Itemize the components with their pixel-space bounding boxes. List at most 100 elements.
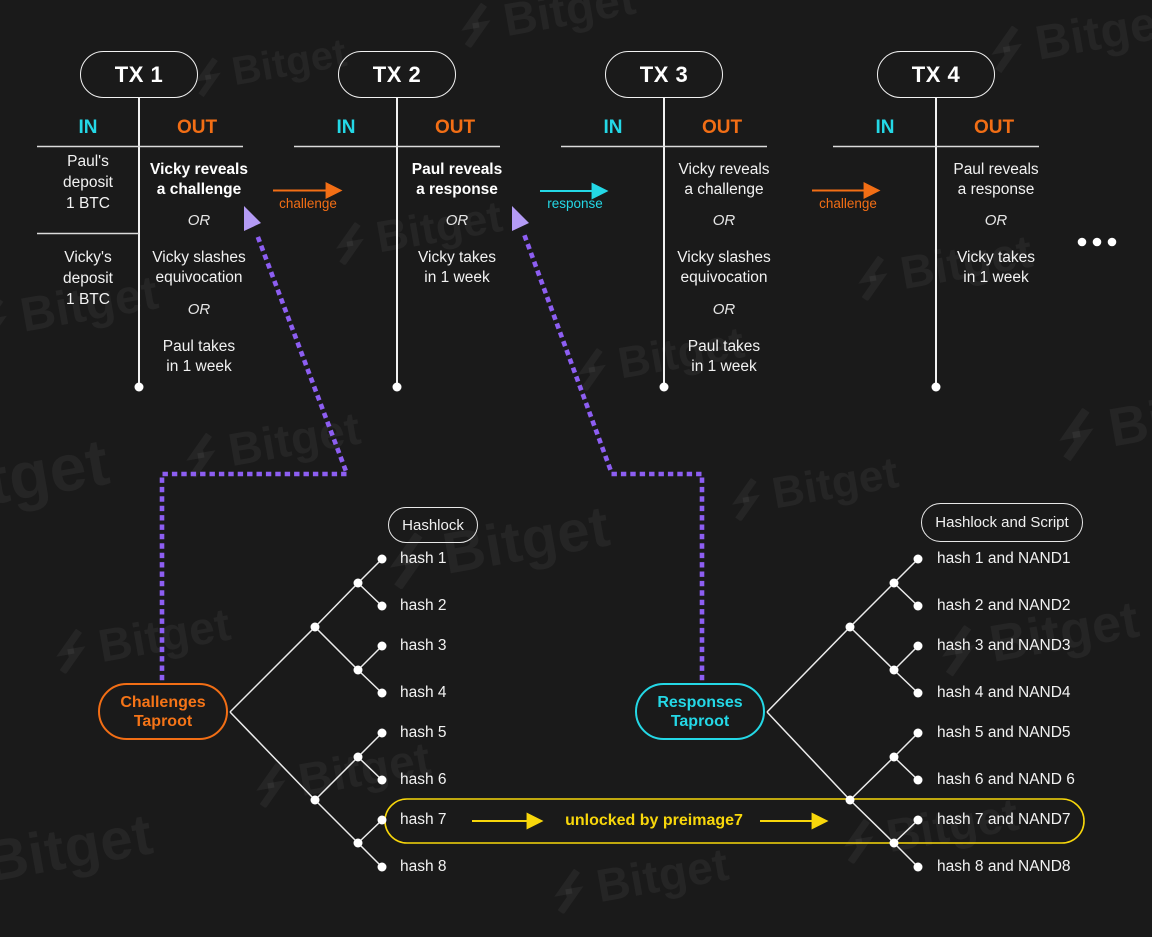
tx4-title: TX 4 bbox=[911, 61, 961, 87]
tx4-output-option-2: Vicky takes in 1 week bbox=[956, 249, 1036, 286]
tx1-output-option-3: Paul takes in 1 week bbox=[162, 338, 236, 375]
right-leaf-hash6: hash 6 and NAND 6 bbox=[937, 771, 1075, 788]
bitget-logo-icon bbox=[731, 477, 760, 522]
tx1-or-1: OR bbox=[187, 212, 211, 229]
tx1-output-option-2: Vicky slashes equivocation bbox=[152, 249, 246, 286]
unlocked-by-preimage-label: unlocked by preimage7 bbox=[565, 812, 743, 829]
bitget-watermark: Bitget bbox=[980, 0, 1152, 81]
tx1-input-vicky: Vicky's deposit 1 BTC bbox=[63, 249, 113, 308]
bitget-logo-icon bbox=[195, 57, 221, 98]
right-leaf-hash8: hash 8 and NAND8 bbox=[937, 858, 1071, 875]
bitget-watermark: Bitget bbox=[847, 224, 1037, 309]
tx2-pill: TX 2 bbox=[338, 51, 456, 98]
hashlock-and-script-label: Hashlock and Script bbox=[935, 514, 1069, 531]
tx2-table-lines bbox=[294, 98, 500, 392]
tx4-table-lines bbox=[833, 98, 1039, 392]
left-leaf-hash6: hash 6 bbox=[400, 771, 447, 788]
responses-taproot-line2: Taproot bbox=[670, 712, 730, 730]
bitget-watermark: Bitget bbox=[450, 0, 640, 56]
right-leaf-hash2: hash 2 and NAND2 bbox=[937, 597, 1071, 614]
right-leaf-hash1: hash 1 and NAND1 bbox=[937, 550, 1071, 567]
tx1-in-header: IN bbox=[78, 117, 98, 138]
responses-tree-nodes bbox=[845, 554, 923, 872]
left-leaf-hash5: hash 5 bbox=[400, 724, 447, 741]
left-leaf-hash7: hash 7 bbox=[400, 811, 447, 828]
tx1-input-paul: Paul's deposit 1 BTC bbox=[63, 153, 113, 212]
right-leaf-hash7: hash 7 and NAND7 bbox=[937, 811, 1071, 828]
bitget-logo-icon bbox=[1059, 407, 1094, 462]
hashlock-and-script-pill: Hashlock and Script bbox=[921, 503, 1083, 542]
bitget-logo-icon bbox=[991, 25, 1022, 74]
tx1-pill: TX 1 bbox=[80, 51, 198, 98]
hashlock-label: Hashlock bbox=[402, 516, 464, 534]
tx4-in-header: IN bbox=[875, 117, 895, 138]
bitget-watermark: Bitget bbox=[568, 318, 749, 398]
tx1-table-lines bbox=[37, 98, 243, 392]
bitget-watermark: Bitget bbox=[45, 597, 235, 682]
challenges-taproot-line1: Challenges bbox=[120, 693, 206, 711]
bitget-logo-icon bbox=[186, 432, 216, 479]
bitget-logo-icon bbox=[858, 255, 888, 302]
challenges-taproot-pill: Challenges Taproot bbox=[98, 683, 228, 740]
bitget-watermark: Bitget bbox=[175, 401, 365, 486]
challenge-arrow-2-label: challenge bbox=[819, 196, 877, 211]
challenges-taproot-pointer bbox=[159, 206, 351, 681]
bitget-watermark: Bitget bbox=[1047, 371, 1152, 469]
challenges-tree-nodes bbox=[310, 554, 387, 872]
bitget-watermark: Bitget bbox=[186, 31, 350, 103]
left-leaf-hash2: hash 2 bbox=[400, 597, 447, 614]
tx1-output-option-1: Vicky reveals a challenge bbox=[150, 161, 248, 198]
left-leaf-hash1: hash 1 bbox=[400, 550, 447, 567]
right-leaf-hash5: hash 5 and NAND5 bbox=[937, 724, 1071, 741]
tx3-output-option-1: Vicky reveals a challenge bbox=[678, 161, 770, 198]
more-transactions-ellipsis bbox=[1077, 237, 1117, 247]
tx1-or-2: OR bbox=[187, 301, 211, 318]
tx3-or-1: OR bbox=[712, 212, 736, 229]
bitget-logo-icon bbox=[554, 868, 584, 915]
tx2-output-option-1: Paul reveals a response bbox=[411, 161, 503, 198]
left-leaf-hash8: hash 8 bbox=[400, 858, 447, 875]
left-leaf-hash3: hash 3 bbox=[400, 637, 447, 654]
tx3-out-header: OUT bbox=[701, 117, 743, 138]
tx2-in-header: IN bbox=[336, 117, 356, 138]
bitget-watermark: Bitget bbox=[543, 837, 733, 922]
bitget-logo-icon bbox=[56, 628, 86, 675]
right-leaf-hash4: hash 4 and NAND4 bbox=[937, 684, 1071, 701]
tx3-pill: TX 3 bbox=[605, 51, 723, 98]
bitget-watermark: Bitget bbox=[722, 448, 903, 528]
bitget-watermark: Bitget bbox=[376, 492, 615, 598]
tx2-title: TX 2 bbox=[372, 61, 422, 87]
left-leaf-hash4: hash 4 bbox=[400, 684, 447, 701]
response-arrow-label: response bbox=[547, 196, 603, 211]
tx3-or-2: OR bbox=[712, 301, 736, 318]
bitget-logo-icon bbox=[256, 762, 286, 809]
bitget-watermark: Bitget bbox=[930, 590, 1144, 685]
tx4-or-1: OR bbox=[984, 212, 1008, 229]
tx3-output-option-2: Vicky slashes equivocation bbox=[677, 249, 771, 286]
tx4-out-header: OUT bbox=[973, 117, 1015, 138]
bitget-logo-icon bbox=[942, 624, 976, 677]
bitget-watermark: Bitget bbox=[245, 731, 435, 816]
hashlock-pill: Hashlock bbox=[388, 507, 478, 543]
tx3-in-header: IN bbox=[603, 117, 623, 138]
challenge-arrow-1-label: challenge bbox=[279, 196, 337, 211]
responses-taproot-pointer bbox=[512, 206, 705, 681]
bitget-logo-icon bbox=[461, 2, 491, 49]
responses-taproot-line1: Responses bbox=[657, 693, 743, 711]
right-leaf-hash3: hash 3 and NAND3 bbox=[937, 637, 1071, 654]
tx2-output-option-2: Vicky takes in 1 week bbox=[417, 249, 497, 286]
responses-taproot-pill: Responses Taproot bbox=[635, 683, 765, 740]
tx3-title: TX 3 bbox=[639, 61, 689, 87]
tx3-table-lines bbox=[561, 98, 767, 392]
bitget-logo-icon bbox=[335, 221, 364, 266]
bitget-logo-icon bbox=[577, 347, 606, 392]
tx4-pill: TX 4 bbox=[877, 51, 995, 98]
bitget-logo-icon bbox=[389, 531, 427, 590]
tx4-output-option-1: Paul reveals a response bbox=[953, 161, 1039, 198]
challenges-taproot-line2: Taproot bbox=[133, 712, 193, 730]
responses-tree-edges bbox=[766, 558, 919, 868]
bitget-watermark: Bitget bbox=[326, 192, 507, 272]
tx2-out-header: OUT bbox=[434, 117, 476, 138]
